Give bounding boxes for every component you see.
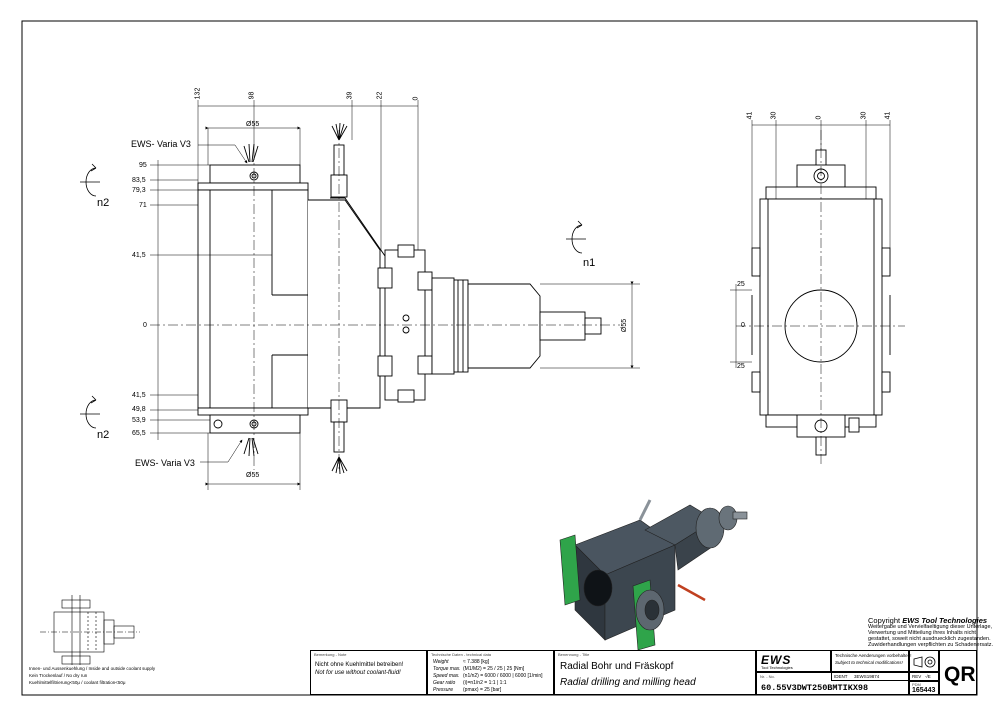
side-dim-30-right: 30 (860, 111, 868, 120)
coolant-note-1: Innen- und Aussenkuehlung / Inside and o… (29, 666, 156, 671)
side-dim-0-left: 0 (741, 322, 745, 329)
tech-row-pressure-value: (pmax) = 25 [bar] (463, 687, 502, 693)
number-label: Nr. - No. (760, 674, 775, 679)
dim-top-22: 22 (376, 91, 384, 100)
remark-en: Not for use without coolant-fluid! (315, 670, 401, 676)
tech-row-speed-value: (n1/n2) = 6000 / 6000 | 6000 [1/min] (463, 673, 543, 679)
isometric-view (559, 499, 748, 651)
number-cell: Nr. - No. 60.55V3DWT250BMTIKX98 (756, 672, 909, 695)
dim-top-98: 98 (248, 91, 256, 100)
tech-row-speed-name: Speed max. (433, 673, 460, 679)
copyright-line-4: Zuwiderhandlungen verpflichten zu Schade… (868, 642, 994, 648)
copyright-line-2: Verwertung und Mitteilung ihres Inhalts … (868, 630, 976, 636)
coolant-note-2: Kein Trockenlauf / No dry run (29, 673, 88, 678)
tech-row-pressure-name: Pressure (433, 687, 454, 693)
dim-top-132: 132 (194, 87, 202, 100)
rotation-label-n1: n1 (583, 257, 596, 269)
tech-row-torque-name: Torque max. (433, 666, 461, 672)
dim-left-41-5-top: 41,5 (132, 252, 146, 259)
changes-en: Subject to technical modifications! (835, 660, 903, 665)
company-sub: Tool Technologies (761, 665, 793, 670)
rev-cell: REV -/E (909, 672, 939, 681)
dim-top-39: 39 (346, 91, 354, 100)
company-logo: EWS (761, 653, 792, 667)
diameter-output: Ø55 (621, 318, 629, 333)
remark-cell: Bemerkung - Note Nicht ohne Kuehlmittel … (310, 650, 427, 695)
pdm-cell: PDM 165443 (909, 681, 939, 695)
qr-label: QR (944, 663, 976, 686)
dim-top-0: 0 (412, 96, 420, 101)
side-dim-0: 0 (815, 115, 823, 120)
side-dim-41-left: 41 (746, 111, 754, 120)
changes-de: Technische Aenderungen vorbehalten! (835, 653, 912, 658)
dim-left-49-8: 49,8 (132, 406, 146, 413)
copyright-brand: EWS Tool Technologies (902, 616, 988, 625)
bottom-adapter-cap (209, 414, 301, 434)
dim-left-95: 95 (139, 162, 147, 169)
copyright-line-3: gestattet, soweit nicht ausdruecklich zu… (868, 636, 991, 642)
changes-cell: Technische Aenderungen vorbehalten! Subj… (831, 650, 912, 672)
top-adapter-flange (197, 182, 309, 191)
rev-label: REV (912, 674, 922, 679)
side-dim-41-right: 41 (884, 111, 892, 120)
pdm-value: 165443 (912, 687, 936, 694)
qr-cell: QR (939, 650, 977, 695)
dim-left-71: 71 (139, 202, 147, 209)
side-dim-30-left: 30 (770, 111, 778, 120)
copyright-heading: Copyright EWS Tool Technologies (868, 617, 987, 625)
label-ews-varia-top: EWS- Varia V3 (131, 139, 191, 149)
main-body-left (197, 189, 309, 409)
coolant-schematic (40, 595, 140, 665)
label-ews-varia-bottom: EWS- Varia V3 (135, 458, 195, 468)
side-dim-25-bottom: 25 (737, 363, 745, 370)
projection-symbol-icon (913, 656, 936, 668)
ident-value: 3EWS19874 (854, 674, 880, 679)
tech-row-gear-name: Gear ratio (433, 680, 456, 686)
title-english: Radial drilling and milling head (560, 677, 696, 688)
ident-label: IDENT (834, 674, 848, 679)
projection-symbol-cell (909, 650, 939, 672)
logo-cell: EWS Tool Technologies (756, 650, 831, 672)
tech-data-cell: Technische Daten - technical data Weight… (427, 650, 554, 695)
dim-left-83-5: 83,5 (132, 177, 146, 184)
title-german: Radial Bohr und Fräskopf (560, 661, 674, 672)
tech-row-weight-value: ≈ 7.388 [kg] (463, 659, 490, 665)
sheet-border (21, 20, 978, 696)
rotation-label-n2-top: n2 (97, 197, 110, 209)
dim-left-41-5-bottom: 41,5 (132, 392, 146, 399)
spindle-housing (431, 277, 455, 375)
tech-row-weight-name: Weight (433, 659, 449, 665)
coolant-note-3: Kuehlmittelfiltrierung<50μ / coolant fil… (29, 680, 126, 685)
dim-left-53-9: 53,9 (132, 417, 146, 424)
title-cell: Benennung - Title Radial Bohr und Fräsko… (554, 650, 756, 695)
remark-de: Nicht ohne Kuehlmittel betreiben! (315, 662, 404, 668)
dim-left-0: 0 (143, 322, 147, 329)
bottom-adapter-flange (197, 407, 309, 416)
tech-label: Technische Daten - technical data (431, 652, 492, 657)
diameter-bottom: Ø55 (246, 472, 260, 479)
front-view (197, 122, 602, 475)
part-number: 60.55V3DWT250BMTIKX98 (761, 683, 869, 693)
rev-value: -/E (925, 674, 931, 679)
pdm-label: PDM (912, 682, 921, 687)
tech-row-torque-value: (M1/M2) = 25 / 25 | 25 [Nm] (463, 666, 525, 672)
output-shaft (539, 311, 586, 341)
designation-label: Benennung - Title (558, 652, 590, 657)
remark-label: Bemerkung - Note (314, 652, 347, 657)
rotation-label-n2-bottom: n2 (97, 429, 110, 441)
copyright-line-1: Weitergabe und Vervielfaeltigung dieser … (868, 624, 993, 630)
tech-row-gear-value: (i)=n1/n2 = 1:1 | 1:1 (463, 680, 507, 686)
side-dim-25-top: 25 (737, 281, 745, 288)
dim-left-79-3: 79,3 (132, 187, 146, 194)
dim-left-65-5: 65,5 (132, 430, 146, 437)
diameter-top: Ø55 (246, 121, 260, 128)
copyright-prefix: Copyright (868, 616, 903, 625)
